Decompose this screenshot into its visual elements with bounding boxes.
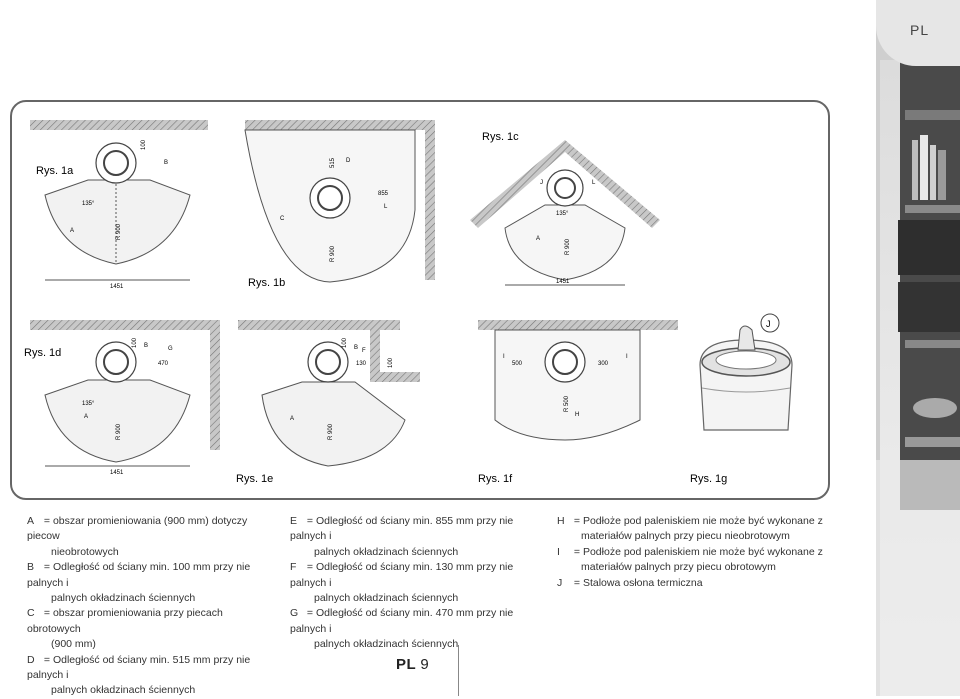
letter-h: H [575, 412, 579, 418]
letter-b: B [354, 345, 358, 351]
figure-1e-label: Rys. 1e [236, 473, 273, 485]
figure-1b-label: Rys. 1b [248, 277, 285, 289]
figure-1g: J [699, 313, 793, 431]
radiation-area [261, 381, 406, 467]
dim-100: 100 [132, 337, 138, 348]
stove-inner [103, 150, 129, 176]
letter-d: D [346, 158, 351, 164]
letter-l: L [384, 204, 388, 210]
letter-j: J [540, 180, 543, 186]
radiation-area [44, 379, 191, 463]
wall-top [238, 320, 400, 330]
wall [30, 120, 208, 130]
legend-item-c: C = obszar promieniowania przy piecach o… [27, 607, 223, 651]
dim-300: 300 [598, 361, 609, 367]
letter-a: A [84, 414, 88, 420]
wall-right [425, 120, 435, 280]
dim-135: 135° [82, 201, 95, 207]
heat-shield [737, 325, 756, 351]
dim-r900: R 900 [330, 245, 336, 262]
dim-1451: 1451 [110, 284, 124, 290]
legend-item-h: H = Podłoże pod paleniskiem nie może być… [557, 515, 823, 543]
stove-inner [315, 349, 341, 375]
dim-100: 100 [141, 139, 147, 150]
letter-j: J [766, 319, 771, 329]
legend-item-b: B = Odległość od ściany min. 100 mm przy… [27, 561, 251, 605]
letter-a: A [70, 228, 74, 234]
legend-item-a: A = obszar promieniowania (900 mm) dotyc… [27, 515, 248, 558]
dim-130: 130 [356, 361, 367, 367]
page-divider [458, 645, 459, 696]
callout-circle [760, 313, 780, 333]
figure-1d-label: Rys. 1d [24, 347, 61, 359]
stove-inner [317, 185, 343, 211]
dim-515: 515 [330, 157, 336, 168]
figure-1b: 515 R 900 855 D C L [244, 120, 435, 283]
stove-inner [103, 349, 129, 375]
dim-r500: R 500 [564, 395, 570, 412]
wall-step [370, 330, 420, 382]
dim-135: 135° [82, 401, 95, 407]
figure-1c-label: Rys. 1c [482, 131, 519, 143]
floor-area [494, 329, 641, 441]
figure-1e: 100 130 100 R 900 B F A [238, 320, 420, 467]
stove-band [701, 387, 791, 393]
dim-470: 470 [158, 361, 169, 367]
letter-a: A [536, 236, 540, 242]
dim-855: 855 [378, 191, 389, 197]
stove-inner [552, 349, 578, 375]
wall-top [30, 320, 220, 330]
stove-top-inner [715, 350, 777, 370]
dim-wall-100: 100 [388, 357, 394, 368]
figure-1f-label: Rys. 1f [478, 473, 513, 485]
legend-item-d: D = Odległość od ściany min. 515 mm przy… [27, 653, 251, 697]
legend-item-e: E = Odległość od ściany min. 855 mm przy… [290, 515, 514, 558]
letter-b: B [164, 160, 168, 166]
legend-item-g: G = Odległość od ściany min. 470 mm przy… [290, 607, 514, 651]
dim-r900: R 900 [116, 223, 122, 240]
letter-b: B [144, 343, 148, 349]
letter-a: A [290, 416, 294, 422]
dim-135: 135° [556, 211, 569, 217]
figures-frame [10, 100, 830, 500]
legend-item-f: F = Odległość od ściany min. 130 mm przy… [290, 561, 514, 605]
legend-column-3: H = Podłoże pod paleniskiem nie może być… [557, 514, 827, 591]
letter-l: L [592, 180, 596, 186]
letter-g: G [168, 346, 173, 352]
legend-column-2: E = Odległość od ściany min. 855 mm przy… [290, 514, 535, 653]
letter-i-right: I [626, 354, 628, 360]
figure-1g-label: Rys. 1g [690, 473, 727, 485]
dim-r900: R 900 [565, 238, 571, 255]
figure-1a: 100 R 900 135° 1451 B A [30, 120, 208, 290]
dim-1451: 1451 [110, 470, 124, 476]
letter-c: C [280, 216, 285, 222]
legend-column-1: A = obszar promieniowania (900 mm) dotyc… [27, 514, 272, 699]
wall [478, 320, 678, 330]
figure-1d: 100 470 R 900 135° 1451 B G A [30, 320, 220, 476]
letter-i-left: I [503, 354, 505, 360]
radiation-area [504, 204, 626, 281]
radiation-area [44, 179, 191, 265]
dim-r900: R 900 [328, 423, 334, 440]
language-label: PL [910, 22, 930, 38]
page-number: PL 9 [396, 656, 429, 673]
wall-right [210, 320, 220, 450]
wall-top [245, 120, 435, 130]
legend-item-i: I = Podłoże pod paleniskiem nie może być… [557, 545, 823, 574]
stove-inner [554, 177, 576, 199]
dim-r900: R 900 [116, 423, 122, 440]
dim-1451: 1451 [556, 279, 570, 285]
figure-1a-label: Rys. 1a [36, 165, 74, 177]
legend-item-j: J = Stalowa osłona termiczna [557, 576, 703, 589]
dim-100: 100 [342, 337, 348, 348]
figure-1c: R 900 135° 1451 J L A [470, 140, 660, 286]
language-tab: PL [876, 0, 960, 66]
letter-f: F [362, 348, 366, 354]
dim-500: 500 [512, 361, 523, 367]
figure-1f: 500 300 R 500 I I H [478, 320, 678, 441]
